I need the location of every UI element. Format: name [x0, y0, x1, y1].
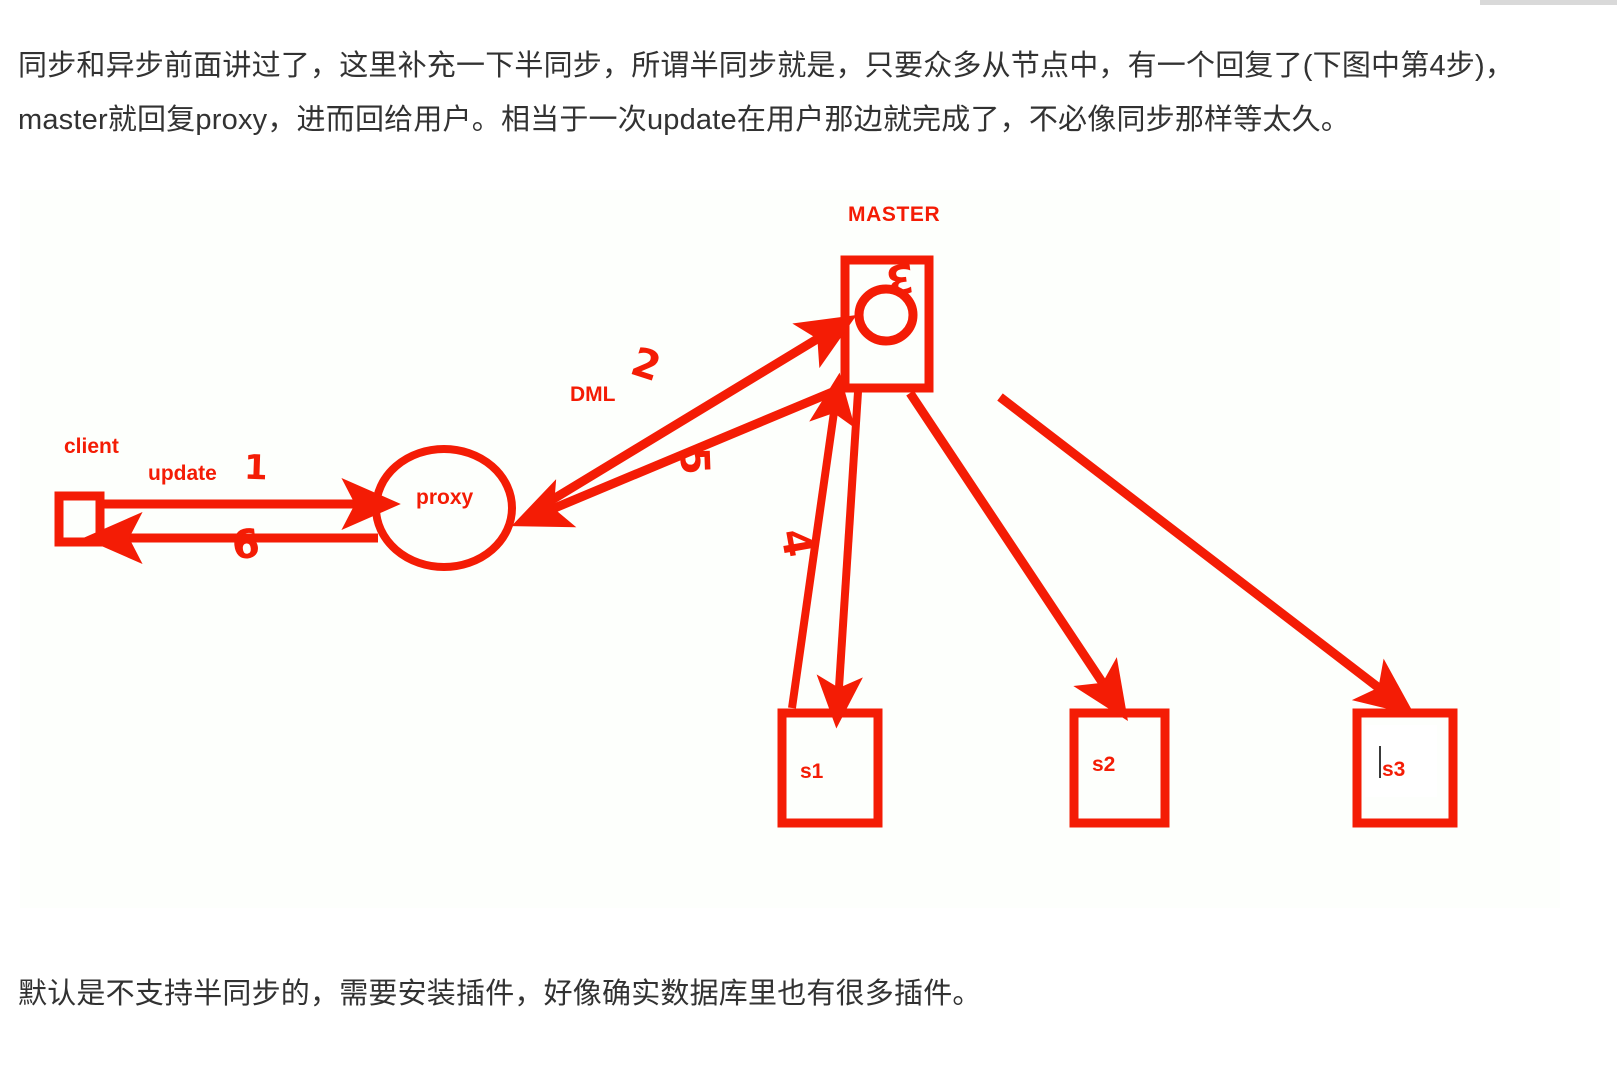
- s3-text-edit-field[interactable]: [1365, 725, 1437, 797]
- intro-paragraph: 同步和异步前面讲过了，这里补充一下半同步，所谓半同步就是，只要众多从节点中，有一…: [18, 50, 1515, 136]
- master-label: MASTER: [848, 203, 941, 226]
- s1-label: s1: [800, 760, 824, 783]
- proxy-label: proxy: [416, 486, 474, 509]
- s1-box: [777, 708, 883, 828]
- s2-label: s2: [1092, 753, 1116, 776]
- edge-master-to-s2: [906, 390, 1128, 721]
- client-box: [54, 491, 105, 547]
- s2-box: [1069, 708, 1170, 828]
- replication-diagram: MASTER client proxy update DML s1 s2 s3 …: [20, 190, 1560, 908]
- step-number-1: 1: [243, 447, 269, 489]
- edge-master-to-proxy: [511, 383, 844, 528]
- edge-s1-to-master: [788, 372, 856, 709]
- edge-proxy-to-master: [529, 315, 857, 516]
- s3-label: s3: [1382, 758, 1406, 781]
- diagram-canvas: [54, 255, 1458, 828]
- edge-master-to-s1: [816, 391, 863, 729]
- step-number-3: 3: [883, 253, 917, 303]
- client-label: client: [64, 435, 119, 458]
- step-number-6: 6: [229, 520, 263, 570]
- top-grey-strip: [1480, 0, 1617, 5]
- text-caret: [1379, 746, 1381, 778]
- closing-paragraph: 默认是不支持半同步的，需要安装插件，好像确实数据库里也有很多插件。: [18, 978, 982, 1010]
- master-inner-circle-glyph: [854, 284, 918, 346]
- dml-edge-label: DML: [570, 383, 616, 406]
- update-edge-label: update: [148, 462, 217, 485]
- edge-master-to-s3: [997, 393, 1415, 716]
- step-number-5: 5: [670, 446, 718, 476]
